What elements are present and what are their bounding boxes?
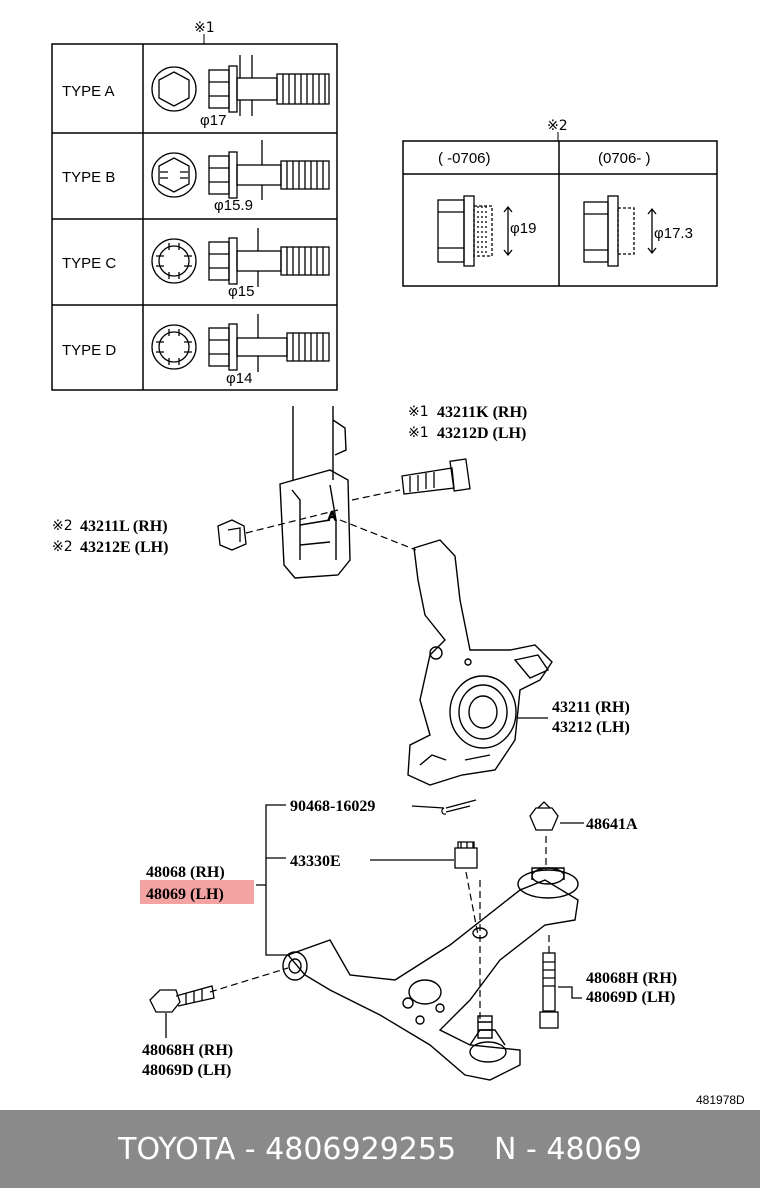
nut-col2-header: (0706- ) — [598, 150, 651, 167]
bolt-type-c-drawing — [151, 228, 330, 287]
bolt-lh-mark: ※1 — [408, 425, 429, 441]
nut-table-marker: ※2 — [547, 118, 568, 134]
highlight-box — [140, 880, 254, 904]
castle-nut-label: 43330E — [290, 853, 341, 870]
rear-bolt-rh-label: 48068H (RH) — [586, 970, 677, 987]
bolt-rh-label: 43211K (RH) — [437, 404, 527, 421]
nut-col1-header: ( -0706) — [438, 150, 491, 167]
knuckle-drawing — [407, 539, 553, 786]
bolt-type-d-drawing — [151, 314, 330, 372]
nut-early-drawing — [437, 195, 513, 267]
arm-lh-label: 48069 (LH) — [146, 886, 224, 903]
bolt-rh-mark: ※1 — [408, 404, 429, 420]
leader-dashes — [209, 489, 550, 1020]
rear-bolt-drawing — [539, 952, 559, 1029]
svg-text:A: A — [328, 509, 336, 523]
bolt-type-c-diameter: φ15 — [228, 283, 254, 300]
nut-lh-mark: ※2 — [52, 539, 73, 555]
nut-rh-label: 43211L (RH) — [80, 518, 168, 535]
castle-nut-drawing — [454, 841, 478, 869]
bolt-type-b-label: TYPE B — [62, 169, 115, 186]
knuckle-nut-drawing — [217, 519, 247, 551]
nut-late-drawing — [583, 195, 657, 267]
bolt-table-marker: ※1 — [194, 20, 215, 36]
bolt-type-d-diameter: φ14 — [226, 370, 252, 387]
rear-bolt-lh-label: 48069D (LH) — [586, 989, 675, 1006]
ball-joint-bolt-label: 48641A — [586, 816, 638, 833]
bolt-type-b-diameter: φ15.9 — [214, 197, 253, 214]
cotter-pin-drawing — [441, 799, 477, 815]
bolt-type-a-drawing — [151, 55, 330, 116]
nut-rh-mark: ※2 — [52, 518, 73, 534]
front-bolt-drawing — [149, 985, 215, 1013]
bolt-type-d-label: TYPE D — [62, 342, 116, 359]
footer-ref: N - 48069 — [494, 1131, 642, 1167]
lower-arm-drawing — [282, 867, 579, 1081]
bolt-type-a-label: TYPE A — [62, 83, 115, 100]
nut-type-table: ※2 ( -0706) (0706- ) φ19 φ17.3 — [402, 118, 718, 287]
knuckle-bolt-drawing — [401, 458, 471, 495]
parts-diagram: ※1 TYPE A TYPE B TYPE C TYPE D φ17 — [51, 20, 745, 1107]
bolt-lh-label: 43212D (LH) — [437, 425, 526, 442]
nut-lh-label: 43212E (LH) — [80, 539, 168, 556]
arm-rh-label: 48068 (RH) — [146, 864, 225, 881]
nut-late-diameter: φ17.3 — [654, 225, 693, 242]
diagram-id: 481978D — [696, 1093, 745, 1107]
cotter-pin-label: 90468-16029 — [290, 798, 375, 815]
nut-early-diameter: φ19 — [510, 220, 536, 237]
knuckle-lh-label: 43212 (LH) — [552, 719, 630, 736]
knuckle-rh-label: 43211 (RH) — [552, 699, 630, 716]
bolt-type-b-drawing — [151, 140, 330, 200]
bolt-type-a-diameter: φ17 — [200, 112, 226, 129]
bolt-type-table: ※1 TYPE A TYPE B TYPE C TYPE D φ17 — [51, 20, 338, 391]
footer-brand-part: TOYOTA - 4806929255 — [118, 1131, 457, 1167]
bolt-type-c-label: TYPE C — [62, 255, 116, 272]
front-bolt-lh-label: 48069D (LH) — [142, 1062, 231, 1079]
footer-bar: TOYOTA - 4806929255 N - 48069 — [0, 1110, 760, 1188]
front-bolt-rh-label: 48068H (RH) — [142, 1042, 233, 1059]
part-labels: ※1 43211K (RH) ※1 43212D (LH) ※2 43211L … — [52, 404, 745, 1107]
ball-joint-bolt-drawing — [529, 801, 559, 831]
strut-drawing: A — [279, 406, 351, 579]
